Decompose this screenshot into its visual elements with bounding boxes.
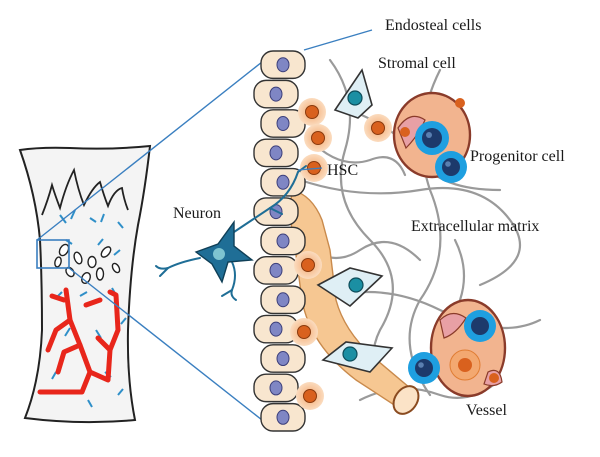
label-leader-lines [297, 167, 323, 171]
bone-icon [18, 144, 152, 424]
endosteal-cell [253, 314, 299, 344]
bone-overview [18, 144, 152, 424]
hsc-cell [290, 318, 318, 346]
label-neuron: Neuron [173, 205, 221, 222]
label-progenitor-cell: Progenitor cell [470, 148, 565, 165]
endosteal-cell [260, 50, 306, 80]
endosteal-cell-column [253, 50, 306, 432]
stromal-cell [316, 267, 384, 308]
label-vessel: Vessel [466, 402, 507, 419]
stromal-cell [321, 341, 394, 373]
progenitor-cell [435, 151, 467, 183]
zoom-region-box [36, 239, 70, 269]
label-hsc: HSC [327, 162, 359, 179]
bone-vasculature [37, 287, 121, 395]
endosteal-cell [253, 79, 299, 109]
hsc-cell [298, 98, 326, 126]
upper-vessel [392, 91, 472, 183]
stromal-cell [333, 68, 373, 119]
hsc-cell [294, 251, 322, 279]
bone-marrow-spots [54, 243, 121, 284]
zoom-connector-lines [36, 29, 373, 421]
hsc-cell [296, 382, 324, 410]
hsc-cells [290, 98, 392, 410]
endosteal-cell [253, 255, 299, 285]
endosteal-cell [260, 344, 306, 373]
lower-vessel [408, 298, 507, 398]
neuron-icon [155, 165, 307, 301]
hsc-cell [364, 114, 392, 142]
label-extracellular-matrix: Extracellular matrix [411, 218, 540, 235]
label-stromal-cell: Stromal cell [378, 55, 456, 72]
endosteal-cell [260, 226, 306, 256]
endosteal-cell [260, 402, 306, 432]
endosteal-cell [253, 138, 299, 168]
bone-trabeculae [41, 167, 129, 216]
progenitor-cell [408, 352, 440, 384]
endosteal-cell [253, 373, 299, 403]
endosteal-cell [260, 285, 306, 315]
stromal-cells [316, 68, 394, 373]
label-endosteal-cells: Endosteal cells [385, 17, 482, 34]
hsc-cell [304, 124, 332, 152]
endosteal-cell [260, 167, 306, 197]
